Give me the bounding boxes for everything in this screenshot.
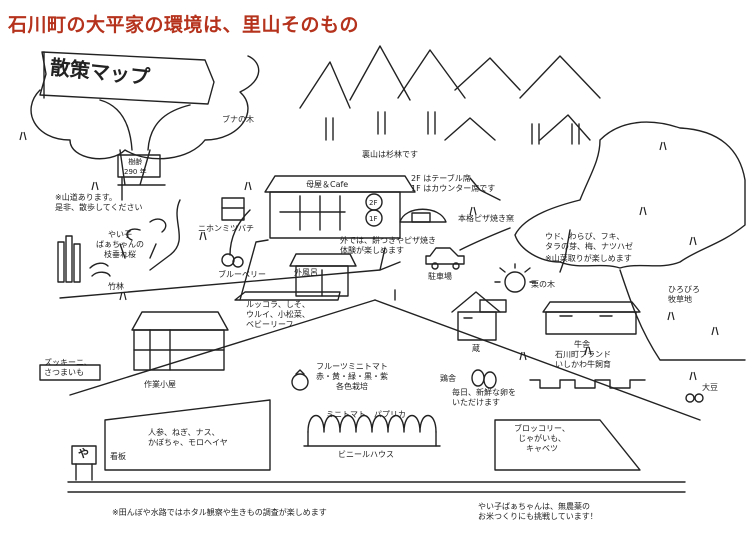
page-title: 石川町の大平家の環境は、里山そのもの <box>8 14 360 36</box>
label-cowshed: 牛舎 <box>574 340 590 349</box>
label-broccoli: ブロッコリー、 じゃがいも、 キャベツ <box>514 424 570 453</box>
label-shidare-zakura: やい子 ばぁちゃんの 枝垂れ桜 <box>96 230 144 259</box>
label-pizza-kiln: 本格ピザ焼き窯 <box>458 214 514 223</box>
grass-marks <box>19 131 719 381</box>
label-tomato: フルーツミニトマト 赤・黄・緑・黒・紫 各色栽培 <box>316 362 388 391</box>
veggie-field <box>104 399 271 471</box>
label-house: 母屋＆Cafe <box>306 180 349 189</box>
label-floor1: 1F <box>369 215 378 223</box>
label-storehouse: 蔵 <box>472 344 480 353</box>
footnote-left: ※田んぼや水路ではホタル観察や生きもの調査が楽しめます <box>112 508 327 517</box>
tomato-icon <box>291 369 309 391</box>
label-greens: ルッコラ、しそ、 ウルイ、小松菜、 ベビーリーフ <box>246 300 310 329</box>
label-bamboo: 竹林 <box>108 282 124 291</box>
label-buna-tree: ブナの木 <box>222 115 254 124</box>
label-blueberry: ブルーベリー <box>218 270 266 279</box>
label-mountain-path: ※山道あります。 是非、散歩してください <box>55 193 143 212</box>
label-experience: 外では、餅つきやピザ焼き 体験が楽しめます <box>340 236 436 255</box>
label-workshed: 作業小屋 <box>144 380 176 389</box>
label-signboard: 看板 <box>110 452 126 461</box>
label-bath: 外風呂 <box>294 268 318 277</box>
banner-sign <box>39 51 215 105</box>
cowshed-icon <box>542 301 641 335</box>
soybean-icon <box>685 393 704 403</box>
label-floor2: 2F <box>369 199 378 207</box>
label-floors: 2F はテーブル席、 1F はカウンター席です <box>411 174 496 193</box>
label-beehive: ニホンミツバチ <box>198 224 254 233</box>
signboard-icon <box>71 445 97 481</box>
label-wild-veg-note: ※山菜取りが楽しめます <box>545 254 632 263</box>
pizza-kiln-icon <box>399 208 447 223</box>
beehive-icon <box>221 197 245 221</box>
label-zucchini: ズッキーニ、 さつまいも <box>44 358 92 377</box>
blueberry-icon <box>221 253 244 268</box>
chestnut-tree-icon <box>494 263 536 293</box>
main-roads <box>69 289 701 421</box>
main-house-icon <box>264 175 416 239</box>
label-chicken: 鶏舎 <box>440 374 456 383</box>
label-chestnut: 栗の木 <box>531 280 555 289</box>
right-forest-outline <box>514 121 746 269</box>
bamboo-icon <box>57 235 111 283</box>
footnote-right: やい子ばぁちゃんは、無農薬の お米つくりにも挑戦しています！ <box>478 502 598 521</box>
pasture-fence <box>529 379 646 389</box>
cedar-forest-icon <box>299 45 601 145</box>
greens-field <box>234 291 341 301</box>
workshed-icon <box>131 311 229 371</box>
storehouse-icon <box>451 291 507 341</box>
zucchini-field <box>39 364 101 381</box>
greenhouse-icon <box>303 414 441 447</box>
signboard-char: や <box>78 447 89 460</box>
label-cedar: 裏山は杉林です <box>362 150 418 159</box>
broccoli-field <box>494 419 641 471</box>
label-tree-age: 樹齢 290 年 <box>124 158 147 176</box>
label-veggies: 人参、ねぎ、ナス、 かぼちゃ、モロヘイヤ <box>148 428 228 447</box>
label-wild-veg: ウド、わらび、フキ、 タラの芽、梅、ナツハゼ <box>545 232 633 251</box>
cherry-tree-icon <box>119 218 167 259</box>
car-icon <box>425 247 465 270</box>
age-signpost <box>117 154 161 201</box>
label-eggs: 毎日、新鮮な卵を いただけます <box>452 388 516 407</box>
label-beef: 石川町ブランド いしかわ牛飼育 <box>555 350 611 369</box>
label-greenhouse: ビニールハウス <box>338 450 394 459</box>
label-soybean: 大豆 <box>702 383 718 392</box>
path-lines <box>59 177 746 361</box>
egg-icon <box>471 369 497 389</box>
label-pasture: ひろびろ 牧草地 <box>668 285 700 304</box>
label-parking: 駐車場 <box>428 272 452 281</box>
label-tomato-paprika: ミニトマト、パプリカ <box>326 410 406 419</box>
